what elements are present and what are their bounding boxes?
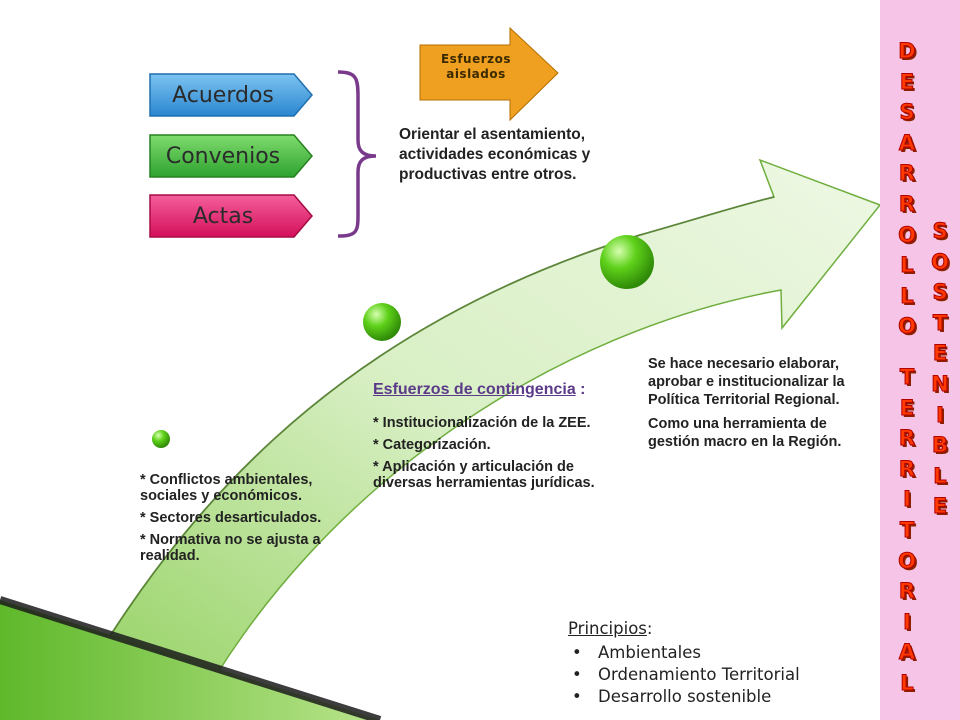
principios-colon: : xyxy=(646,619,653,638)
side-title-bar xyxy=(880,0,960,720)
side-letter: T xyxy=(932,310,948,335)
side-letter: A xyxy=(898,640,916,665)
principios-block: Principios: Ambientales Ordenamiento Ter… xyxy=(568,618,868,708)
stage3-text: Se hace necesario elaborar, aprobar e in… xyxy=(648,355,863,457)
side-letter: O xyxy=(898,548,917,573)
esfuerzos-aislados-arrow xyxy=(419,26,559,122)
side-letter: O xyxy=(931,249,950,274)
stage-marker-1 xyxy=(152,430,170,448)
side-letter: E xyxy=(899,69,915,94)
side-letter: T xyxy=(899,365,915,390)
side-letter: L xyxy=(933,463,947,488)
side-letter: R xyxy=(898,161,916,186)
side-letter: O xyxy=(898,222,917,247)
principio-item: Ambientales xyxy=(572,642,868,664)
side-letter: L xyxy=(900,283,914,308)
side-letter: R xyxy=(898,456,916,481)
grouping-brace xyxy=(337,70,377,238)
esfuerzos-aislados-label: Esfuerzos aislados xyxy=(440,52,512,81)
side-letter: R xyxy=(898,579,916,604)
stage2-item: * Categorización. xyxy=(373,437,491,453)
actas-tag: Actas xyxy=(148,193,314,239)
side-letter: E xyxy=(932,494,948,519)
side-letter: T xyxy=(899,517,915,542)
side-letter: L xyxy=(900,253,914,278)
growth-arrow xyxy=(59,158,882,720)
stage1-item: * Sectores desarticulados. xyxy=(140,510,322,526)
side-letter: S xyxy=(932,219,948,244)
stage2-item: * Institucionalización de la ZEE. xyxy=(373,415,591,431)
principio-item: Ordenamiento Territorial xyxy=(572,664,868,686)
side-letter: I xyxy=(936,402,945,427)
stage1-text: * Conflictos ambientales, sociales y eco… xyxy=(140,472,345,570)
actas-label: Actas xyxy=(192,203,254,229)
side-letter: E xyxy=(932,341,948,366)
acuerdos-label: Acuerdos xyxy=(172,82,274,108)
acuerdos-tag: Acuerdos xyxy=(148,72,314,118)
stage3-paragraph: Se hace necesario elaborar, aprobar e in… xyxy=(648,356,845,408)
principios-title: Principios xyxy=(568,619,647,638)
principios-list: Ambientales Ordenamiento Territorial Des… xyxy=(568,642,868,708)
side-letter: R xyxy=(898,426,916,451)
side-letter: D xyxy=(898,39,916,64)
side-letter: R xyxy=(898,191,916,216)
stage2-item: * Aplicación y articulación de diversas … xyxy=(373,459,595,491)
side-letter: O xyxy=(898,314,917,339)
side-letter: B xyxy=(931,433,948,458)
stage2-title: Esfuerzos de contingencia : xyxy=(373,380,618,399)
orientar-text: Orientar el asentamiento, actividades ec… xyxy=(399,126,591,183)
stage-marker-2 xyxy=(363,303,401,341)
side-letter: E xyxy=(899,395,915,420)
side-letter: S xyxy=(899,100,915,125)
side-letter: I xyxy=(903,609,912,634)
side-letter: L xyxy=(900,670,914,695)
stage1-item: * Normativa no se ajusta a realidad. xyxy=(140,532,321,564)
side-letter: A xyxy=(898,130,916,155)
side-letter: N xyxy=(931,371,950,396)
principio-item: Desarrollo sostenible xyxy=(572,686,868,708)
stage2-title-suffix: : xyxy=(575,381,586,398)
stage-marker-3 xyxy=(600,235,654,289)
stage2-text: Esfuerzos de contingencia : * Institucio… xyxy=(373,380,618,497)
side-letter: S xyxy=(932,280,948,305)
stage3-paragraph: Como una herramienta de gestión macro en… xyxy=(648,416,842,450)
stage2-title-link[interactable]: Esfuerzos de contingencia xyxy=(373,381,576,398)
convenios-tag: Convenios xyxy=(148,133,314,179)
stage1-item: * Conflictos ambientales, sociales y eco… xyxy=(140,472,313,504)
side-letter: I xyxy=(903,487,912,512)
convenios-label: Convenios xyxy=(165,143,281,169)
